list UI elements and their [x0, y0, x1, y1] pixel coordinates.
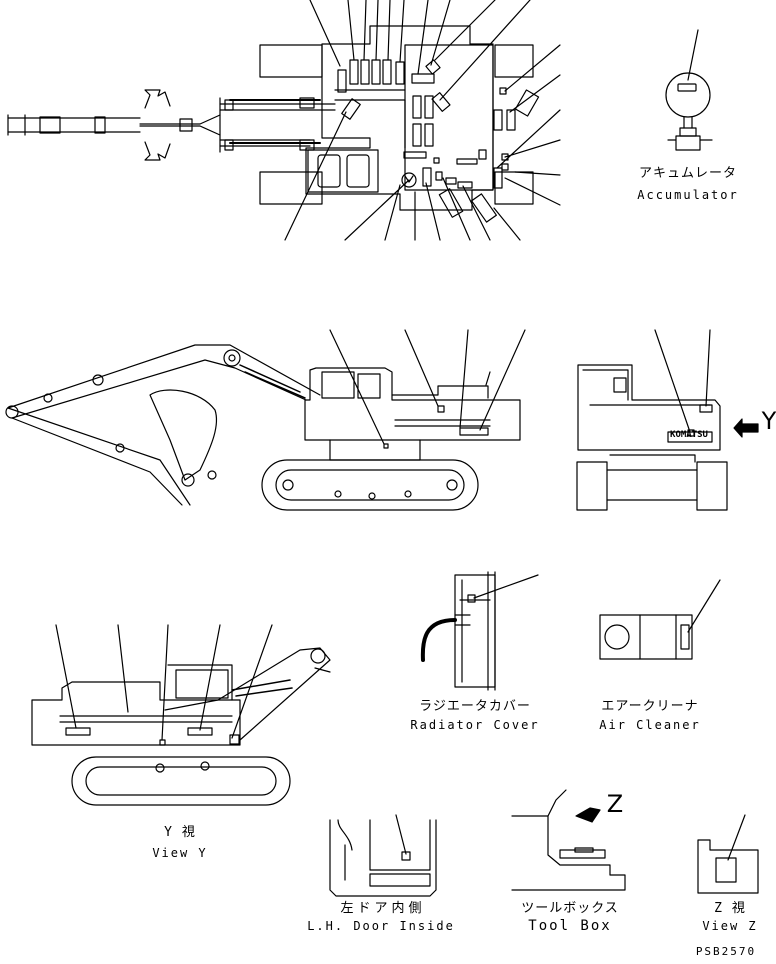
view-z-detail	[697, 814, 759, 894]
view-y-label-jp: Y 視	[164, 825, 196, 840]
view-z-label-en: View Z	[702, 919, 758, 933]
part-code-label: PSB2570	[695, 945, 757, 958]
lh-door-inside-detail	[329, 814, 437, 897]
view-y-label-en: View Y	[152, 846, 208, 860]
radiator-cover-label-jp: ラジエータカバー	[419, 699, 531, 714]
view-z-label-jp: Z 視	[714, 901, 746, 916]
lh-door-label-en: L.H. Door Inside	[307, 919, 455, 933]
brand-logo-text: KOMATSU	[670, 430, 708, 440]
accumulator-detail	[665, 29, 713, 151]
radiator-cover-detail	[420, 571, 539, 691]
side-view-machine	[5, 329, 526, 511]
view-y-machine	[31, 624, 331, 806]
accumulator-label-en: Accumulator	[637, 188, 739, 202]
tool-box-detail	[511, 789, 626, 891]
radiator-cover-label-en: Radiator Cover	[410, 718, 540, 732]
tool-box-label-jp: ツールボックス	[521, 901, 619, 916]
air-cleaner-label-en: Air Cleaner	[599, 718, 701, 732]
lh-door-label-jp: 左ドア内側	[340, 901, 426, 916]
accumulator-label-jp: アキュムレータ	[638, 166, 737, 181]
z-view-marker: Z	[606, 790, 624, 818]
air-cleaner-detail	[599, 579, 721, 660]
y-view-marker: Y	[761, 407, 776, 435]
top-plan-view	[7, 0, 561, 241]
rear-view-machine	[576, 329, 759, 511]
tool-box-label-en: Tool Box	[528, 918, 612, 934]
air-cleaner-label-jp: エアークリーナ	[601, 699, 699, 714]
